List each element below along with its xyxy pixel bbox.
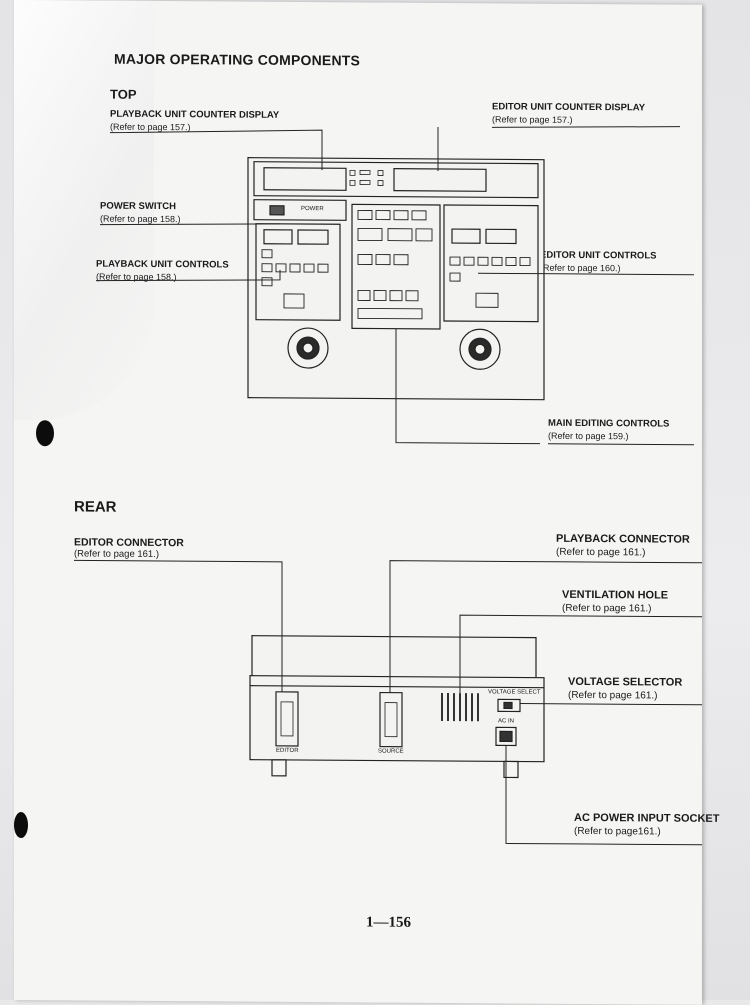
rear-foot-left [271, 759, 287, 777]
top-leader-lines [95, 126, 694, 446]
source-port-label: SOURCE [378, 748, 404, 755]
ac-in-label: AC IN [498, 718, 515, 725]
editor-counter-display [393, 168, 487, 192]
rear-view-diagram [249, 635, 545, 779]
rear-foot-right [503, 760, 519, 779]
rear-leader-lines [74, 559, 702, 846]
editor-jog-dial [459, 328, 501, 370]
power-label: POWER [301, 206, 324, 213]
editor-controls-panel [443, 204, 539, 323]
voltage-select-label: VOLTAGE SELECT [488, 689, 541, 696]
component-diagrams [74, 126, 702, 846]
power-switch [269, 205, 285, 216]
playback-connector [379, 691, 403, 748]
display-panel [253, 161, 539, 199]
editor-connector [275, 691, 299, 747]
manual-page: MAJOR OPERATING COMPONENTS TOP PLAYBACK … [14, 0, 719, 1005]
playback-counter-display [263, 167, 347, 191]
playback-jog-dial [287, 327, 329, 369]
top-view-diagram [247, 157, 545, 401]
voltage-selector [497, 698, 521, 713]
ventilation-grille [441, 692, 479, 722]
playback-controls-panel [255, 223, 341, 321]
editor-port-label: EDITOR [276, 747, 299, 754]
power-panel [253, 199, 347, 221]
